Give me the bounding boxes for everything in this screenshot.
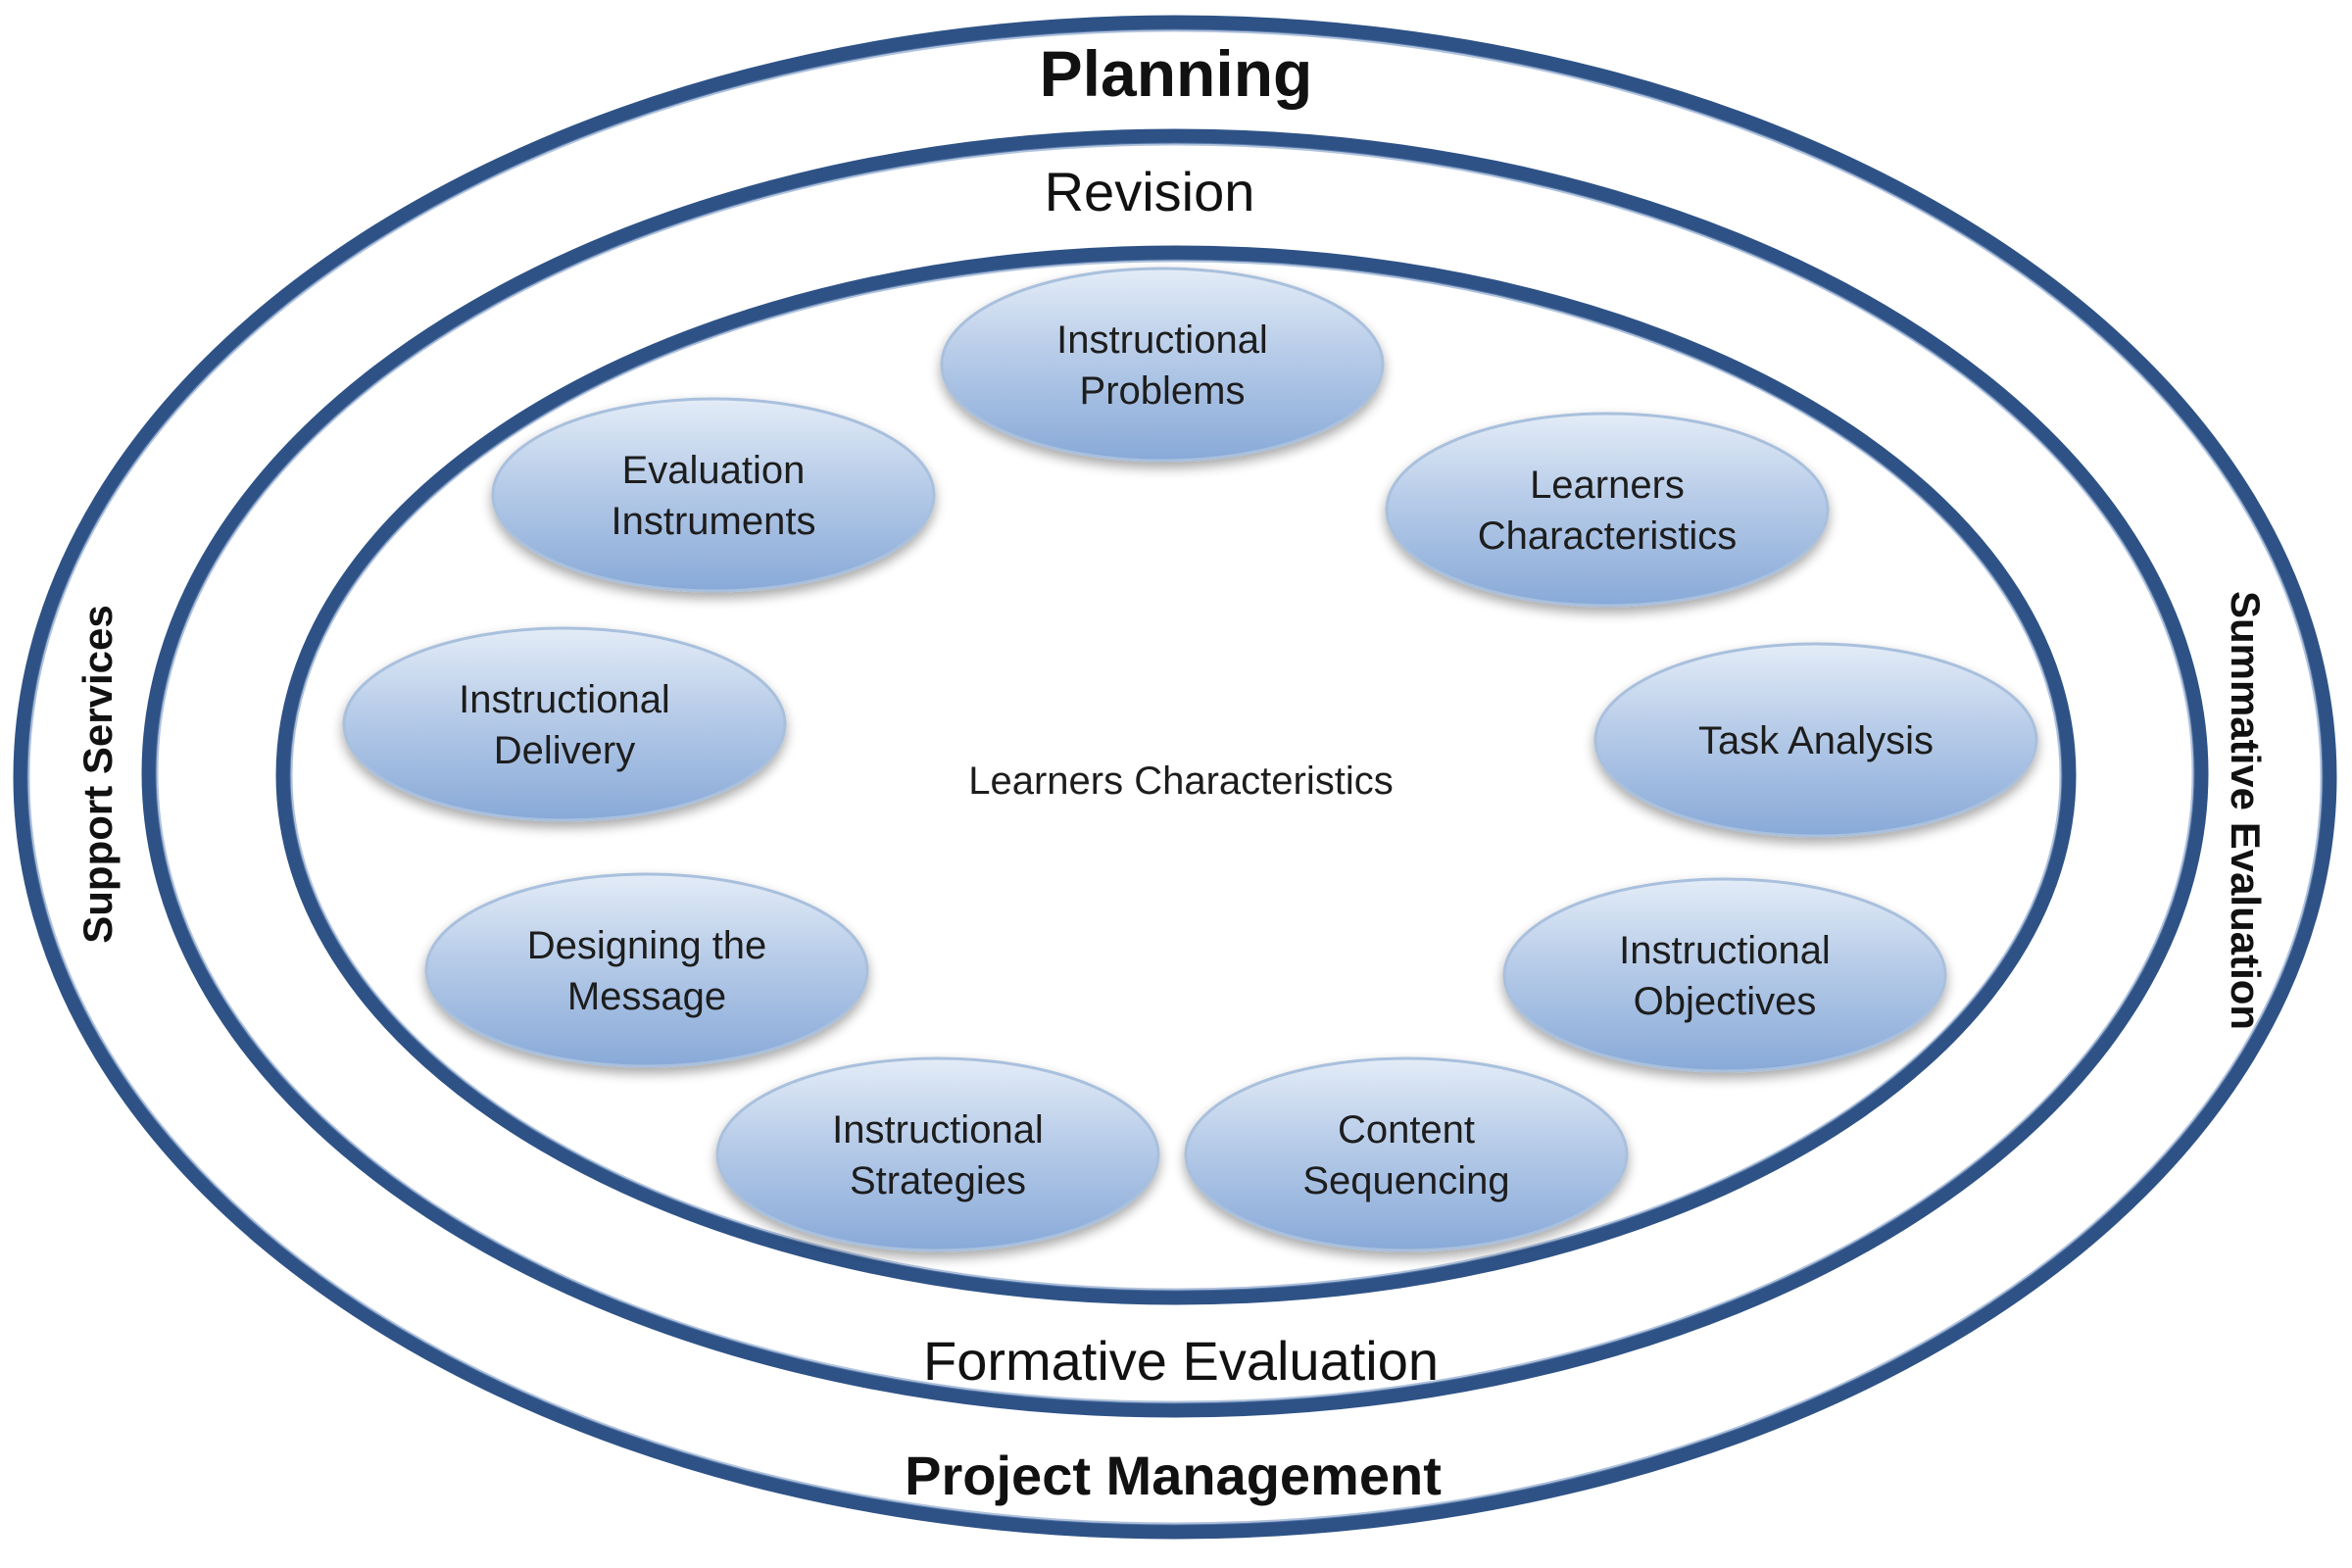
node-label: Designing the [527, 924, 767, 967]
node-ellipse [940, 267, 1385, 463]
node-label: Learners [1530, 464, 1685, 507]
node-label: Instructional [459, 678, 670, 721]
node-label: Evaluation [622, 449, 806, 492]
node-label: Instruments [612, 500, 816, 543]
node-ellipse [1502, 877, 1947, 1073]
support-services-label: Support Services [74, 605, 121, 943]
node-label: Sequencing [1302, 1159, 1509, 1202]
node-ellipse [491, 397, 936, 593]
node-label: Instructional [832, 1108, 1044, 1152]
node-label: Objectives [1634, 980, 1817, 1023]
node-label: Task Analysis [1698, 719, 1934, 762]
process-nodes: InstructionalProblemsLearnersCharacteris… [342, 267, 2038, 1252]
node-label: Content [1338, 1108, 1475, 1152]
node-ellipse [1593, 642, 2038, 838]
node-label: Message [567, 975, 726, 1018]
node-ellipse [1184, 1056, 1629, 1252]
formative-evaluation-label: Formative Evaluation [923, 1330, 1439, 1392]
outer-ring [13, 15, 2337, 1540]
inner-ring [275, 245, 2077, 1305]
node-label: Characteristics [1478, 514, 1738, 558]
project-management-label: Project Management [905, 1445, 1442, 1506]
node-ellipse [1385, 412, 1830, 608]
node-label: Delivery [494, 729, 635, 772]
node-label: Instructional [1619, 929, 1831, 972]
node-ellipse [424, 872, 869, 1068]
planning-label: Planning [1040, 37, 1313, 110]
center-label: Learners Characteristics [968, 760, 1394, 803]
node-ellipse [715, 1056, 1160, 1252]
node-ellipse [342, 626, 787, 822]
summative-evaluation-label: Summative Evaluation [2223, 591, 2269, 1030]
node-task-analysis: Task Analysis [1593, 642, 2038, 838]
revision-label: Revision [1045, 161, 1255, 222]
node-label: Problems [1080, 369, 1246, 413]
node-label: Instructional [1056, 318, 1268, 362]
middle-ring [141, 128, 2209, 1418]
node-label: Strategies [850, 1159, 1026, 1202]
